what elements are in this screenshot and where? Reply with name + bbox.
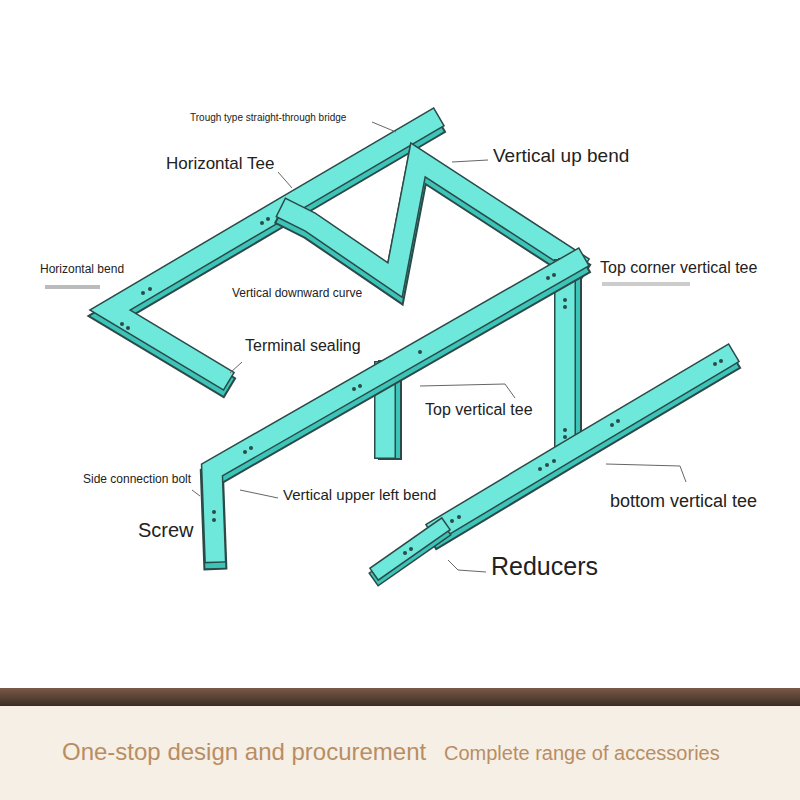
footer-bar — [0, 688, 800, 706]
part-label: Top corner vertical tee — [600, 259, 757, 277]
part-label: bottom vertical tee — [610, 491, 757, 512]
footer-slogan: Complete range of accessories — [444, 742, 720, 765]
footer-slogan: One-stop design and procurement — [62, 738, 426, 766]
part-label: Horizontal bend — [40, 263, 124, 277]
ground — [0, 0, 800, 688]
part-label: Vertical upper left bend — [283, 486, 436, 503]
part-label: Terminal sealing — [245, 337, 361, 355]
part-label: Side connection bolt — [83, 473, 191, 487]
part-label: Screw — [138, 519, 194, 542]
part-label: Reducers — [491, 552, 598, 581]
footer-ground — [0, 706, 800, 800]
part-label: Vertical up bend — [493, 145, 629, 167]
leader-lines — [45, 122, 690, 572]
part-label: Top vertical tee — [425, 401, 533, 419]
part-label: Horizontal Tee — [166, 154, 274, 174]
part-label: Vertical downward curve — [232, 287, 362, 301]
part-label: Trough type straight-through bridge — [190, 112, 346, 124]
